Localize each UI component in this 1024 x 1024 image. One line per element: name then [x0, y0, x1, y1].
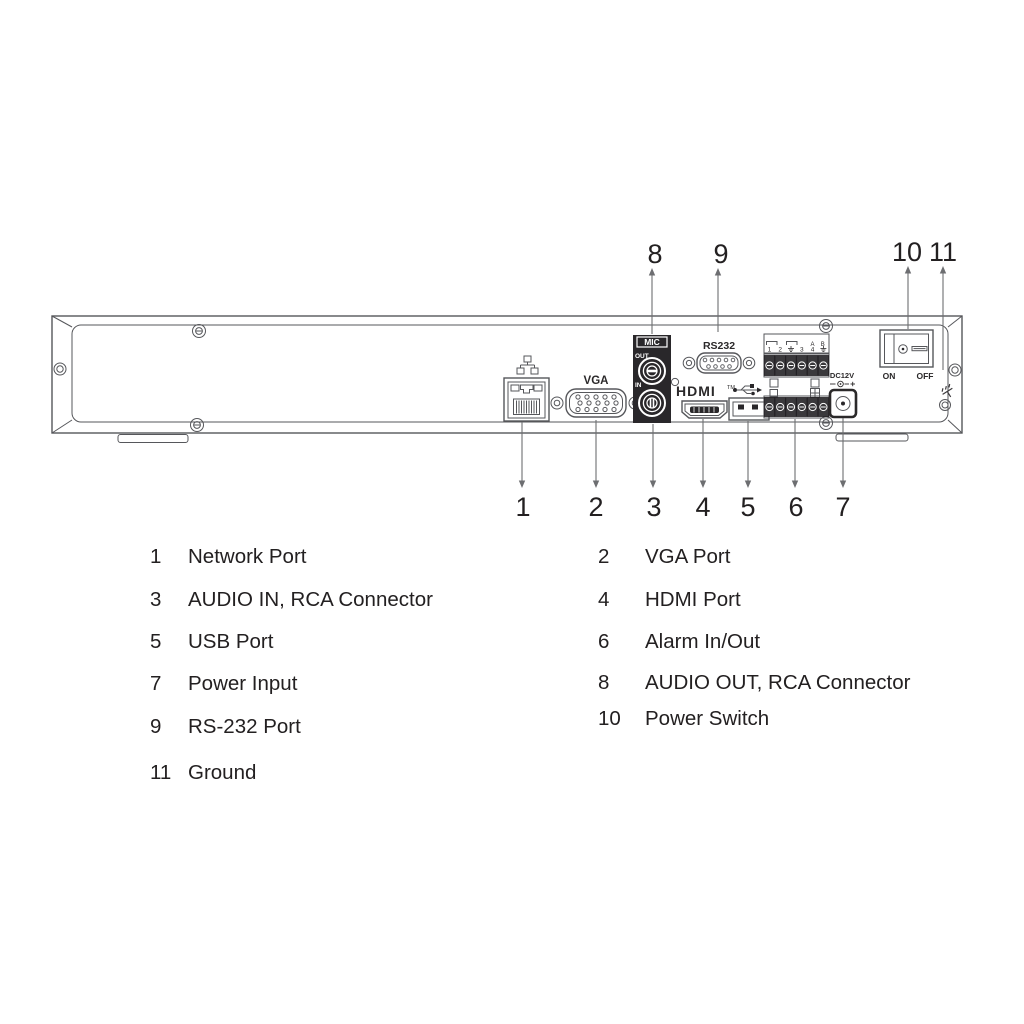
callouts-top: 8 9 10 11	[647, 237, 957, 370]
hdmi-logo: HDMI	[676, 383, 716, 399]
legend-row: 4 HDMI Port	[598, 587, 741, 613]
alarm-terminals-bottom	[763, 397, 830, 417]
legend-label: RS-232 Port	[188, 715, 301, 738]
legend-number: 10	[598, 707, 621, 730]
callout-number-2: 2	[588, 492, 603, 522]
legend-row: 1 Network Port	[150, 544, 306, 570]
svg-text:4: 4	[811, 347, 815, 354]
earth-ground-icon	[820, 346, 827, 352]
usb-trident-icon	[733, 384, 762, 396]
off-label: OFF	[917, 371, 934, 381]
callout-number-1: 1	[515, 492, 530, 522]
rs232-port: RS232	[682, 340, 756, 374]
legend-number: 6	[598, 630, 610, 653]
on-label: ON	[883, 371, 896, 381]
svg-text:2: 2	[778, 347, 782, 354]
earth-ground-icon	[941, 383, 953, 398]
svg-text:B: B	[821, 342, 825, 348]
legend-label: Ground	[188, 761, 257, 784]
dc-polarity-icon	[830, 380, 855, 388]
legend-label: Network Port	[188, 545, 307, 568]
legend-label: AUDIO IN, RCA Connector	[188, 588, 433, 611]
legend-number: 5	[150, 630, 162, 653]
svg-text:1: 1	[768, 347, 772, 354]
rca-jack-audio-in	[638, 389, 666, 417]
svg-text:3: 3	[800, 347, 804, 354]
legend-row: 2 VGA Port	[598, 544, 730, 570]
legend-label: USB Port	[188, 630, 274, 653]
dc-power-input: DC12V	[828, 371, 858, 419]
alarm-terminal-block: A B 1 2 3 4	[763, 333, 830, 419]
legend-label: HDMI Port	[645, 588, 741, 611]
callouts-bottom: 1 2 3 4 5 6 7	[515, 418, 851, 522]
legend-label: Alarm In/Out	[645, 630, 761, 653]
alarm-terminals-top	[763, 355, 830, 376]
legend-number: 2	[598, 545, 610, 568]
rs232-pins	[702, 357, 736, 369]
callout-number-3: 3	[646, 492, 661, 522]
mic-in-label: IN	[635, 382, 642, 389]
mic-audio-block: MIC OUT IN	[633, 335, 671, 423]
callout-number-7: 7	[835, 492, 850, 522]
mic-label: MIC	[644, 337, 660, 347]
legend-number: 4	[598, 588, 610, 611]
ethernet-icon	[516, 355, 539, 375]
callout-number-10: 10	[892, 237, 922, 267]
legend-number: 7	[150, 672, 162, 695]
vga-port: VGA	[550, 375, 642, 418]
legend-number: 3	[150, 588, 162, 611]
legend-number: 11	[150, 761, 172, 784]
earth-ground-icon	[788, 346, 794, 352]
mic-out-label: OUT	[635, 353, 649, 360]
hdmi-tm-label: TM	[727, 385, 735, 391]
callout-number-11: 11	[929, 237, 957, 267]
callout-number-4: 4	[695, 492, 710, 522]
legend-row: 6 Alarm In/Out	[598, 629, 760, 655]
svg-text:A: A	[810, 342, 814, 348]
legend-row: 10 Power Switch	[598, 706, 769, 732]
power-switch: ON OFF	[879, 329, 934, 381]
usb-port	[728, 384, 770, 421]
legend-number: 1	[150, 545, 162, 568]
network-port	[503, 355, 550, 422]
chassis	[51, 315, 963, 443]
legend-row: 7 Power Input	[150, 671, 297, 697]
legend-label: Power Switch	[645, 707, 770, 730]
legend-row: 3 AUDIO IN, RCA Connector	[150, 587, 433, 613]
legend-label: VGA Port	[645, 545, 731, 568]
callout-number-6: 6	[788, 492, 803, 522]
legend-row: 5 USB Port	[150, 629, 273, 655]
vga-pin-holes	[575, 394, 619, 413]
foot-right	[835, 433, 909, 442]
legend-number: 8	[598, 671, 610, 694]
legend-label: Power Input	[188, 672, 298, 695]
ground-terminal	[939, 383, 953, 411]
foot-left	[117, 434, 189, 443]
legend-label: AUDIO OUT, RCA Connector	[645, 671, 911, 694]
hdmi-port: HDMI TM	[676, 383, 735, 419]
vga-label: VGA	[584, 375, 609, 387]
dc12v-label: DC12V	[830, 371, 854, 380]
legend-row: 11 Ground	[150, 760, 256, 786]
callout-number-5: 5	[740, 492, 755, 522]
callout-number-9: 9	[713, 239, 728, 269]
legend-row: 9 RS-232 Port	[150, 714, 301, 740]
rs232-label: RS232	[703, 340, 735, 352]
callout-number-8: 8	[647, 239, 662, 269]
rca-jack-audio-out	[638, 357, 666, 385]
legend-number: 9	[150, 715, 162, 738]
alarm-labels: A B 1 2 3 4	[766, 341, 827, 354]
screw-icon	[53, 319, 962, 432]
legend-row: 8 AUDIO OUT, RCA Connector	[598, 670, 910, 696]
